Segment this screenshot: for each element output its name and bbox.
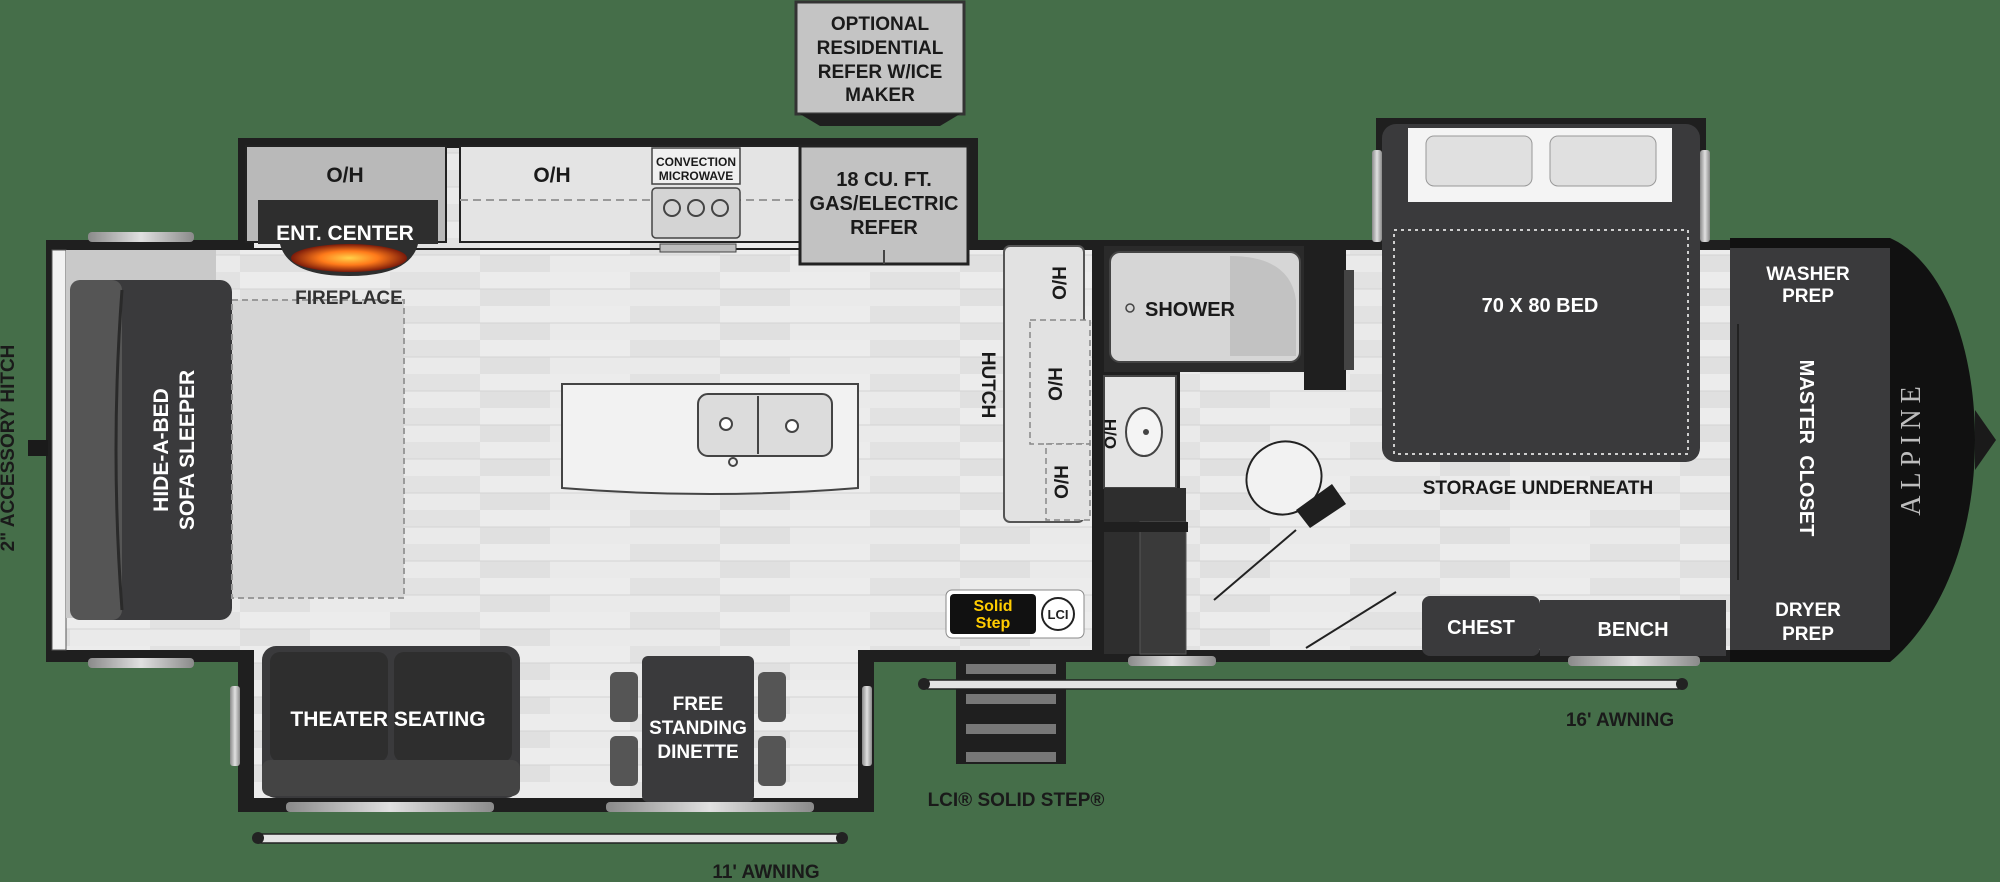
toilet: [1213, 440, 1346, 601]
dryer-prep-line1: DRYER: [1775, 600, 1841, 621]
refer-label-line3: REFER: [850, 217, 918, 239]
washer-prep-line1: WASHER: [1766, 264, 1850, 285]
solid-step-logo-line1: Solid: [973, 598, 1012, 615]
shower: SHOWER: [1104, 246, 1354, 390]
dinette: FREE STANDING DINETTE: [610, 656, 786, 802]
dinette-line3: DINETTE: [657, 742, 738, 763]
awning-16: 16' AWNING: [918, 678, 1688, 731]
alpine-brand: ALPINE: [1896, 380, 1996, 516]
bench: BENCH: [1540, 600, 1726, 656]
accessory-hitch-label: 2" ACCESSORY HITCH: [0, 345, 19, 552]
dinette-line1: FREE: [673, 694, 724, 715]
dinette-line2: STANDING: [649, 718, 747, 739]
awning-11: 11' AWNING: [252, 832, 848, 882]
hutch-oh-mid-label: O/H: [1046, 367, 1067, 401]
brand-label: ALPINE: [1896, 380, 1927, 516]
entry-steps: LCI® SOLID STEP®: [928, 652, 1105, 811]
sofa-label-line2: SOFA SLEEPER: [176, 370, 199, 530]
chest-label: CHEST: [1447, 617, 1515, 639]
awning-16-label: 16' AWNING: [1566, 710, 1674, 731]
refer-label-line2: GAS/ELECTRIC: [810, 193, 959, 215]
oh-mid-label: O/H: [533, 164, 570, 187]
optional-refer-line2: RESIDENTIAL: [817, 38, 944, 59]
awning-11-label: 11' AWNING: [712, 862, 819, 882]
center-wall: [1092, 246, 1104, 660]
rear-wall-area: [51, 232, 194, 668]
solid-step-label: LCI® SOLID STEP®: [928, 790, 1105, 811]
theater-seating-label: THEATER SEATING: [290, 708, 485, 731]
shower-label: SHOWER: [1145, 299, 1236, 321]
storage-underneath-label: STORAGE UNDERNEATH: [1423, 478, 1653, 499]
master-closet-label: MASTER CLOSET: [1795, 360, 1817, 537]
entertainment-center: ENT. CENTER FIREPLACE: [258, 200, 438, 309]
refer-label-line1: 18 CU. FT.: [836, 169, 932, 191]
bath-vanity: O/H: [1101, 375, 1188, 655]
bath-door: [1305, 591, 1397, 649]
kitchen-counter: O/H: [459, 145, 801, 243]
hutch-oh-top-label: O/H: [1050, 266, 1071, 300]
vanity-oh-label: O/H: [1101, 419, 1120, 449]
sofa-label-line1: HIDE-A-BED: [150, 388, 173, 512]
range-cooktop: CONVECTION MICROWAVE: [651, 147, 741, 253]
kitchen-island: [561, 383, 859, 495]
bed-label: 70 X 80 BED: [1482, 295, 1599, 317]
dryer-prep-line2: PREP: [1782, 624, 1834, 645]
washer-prep-line2: PREP: [1782, 286, 1834, 307]
fireplace-label: FIREPLACE: [295, 288, 403, 309]
optional-refer: OPTIONAL RESIDENTIAL REFER W/ICE MAKER: [794, 0, 966, 126]
bed: 70 X 80 BED STORAGE UNDERNEATH: [1372, 124, 1710, 499]
hutch: HUTCH O/H O/H O/H: [977, 245, 1091, 523]
master-closet: WASHER PREP MASTER CLOSET DRYER PREP: [1730, 248, 1890, 650]
oh-left-label: O/H: [326, 164, 363, 187]
microwave-label-line1: CONVECTION: [656, 155, 736, 169]
bench-label: BENCH: [1597, 619, 1668, 641]
optional-refer-line4: MAKER: [845, 85, 915, 106]
optional-refer-line3: REFER W/ICE: [818, 62, 943, 83]
accessory-hitch: 2" ACCESSORY HITCH: [0, 345, 48, 552]
sofa-sleeper: HIDE-A-BED SOFA SLEEPER: [70, 280, 405, 620]
theater-seating: THEATER SEATING: [262, 646, 520, 798]
ent-center-label: ENT. CENTER: [276, 222, 414, 245]
solid-step-logo: Solid Step LCI: [945, 589, 1085, 639]
optional-refer-line1: OPTIONAL: [831, 14, 930, 35]
refrigerator: 18 CU. FT. GAS/ELECTRIC REFER: [798, 144, 970, 266]
hutch-oh-bottom-label: O/H: [1052, 465, 1073, 499]
hutch-label: HUTCH: [977, 352, 998, 419]
chest: CHEST: [1422, 596, 1540, 656]
solid-step-logo-line2: Step: [976, 615, 1011, 632]
microwave-label-line2: MICROWAVE: [659, 169, 733, 183]
windows: [230, 656, 1700, 812]
lci-logo-text: LCI: [1048, 607, 1069, 622]
